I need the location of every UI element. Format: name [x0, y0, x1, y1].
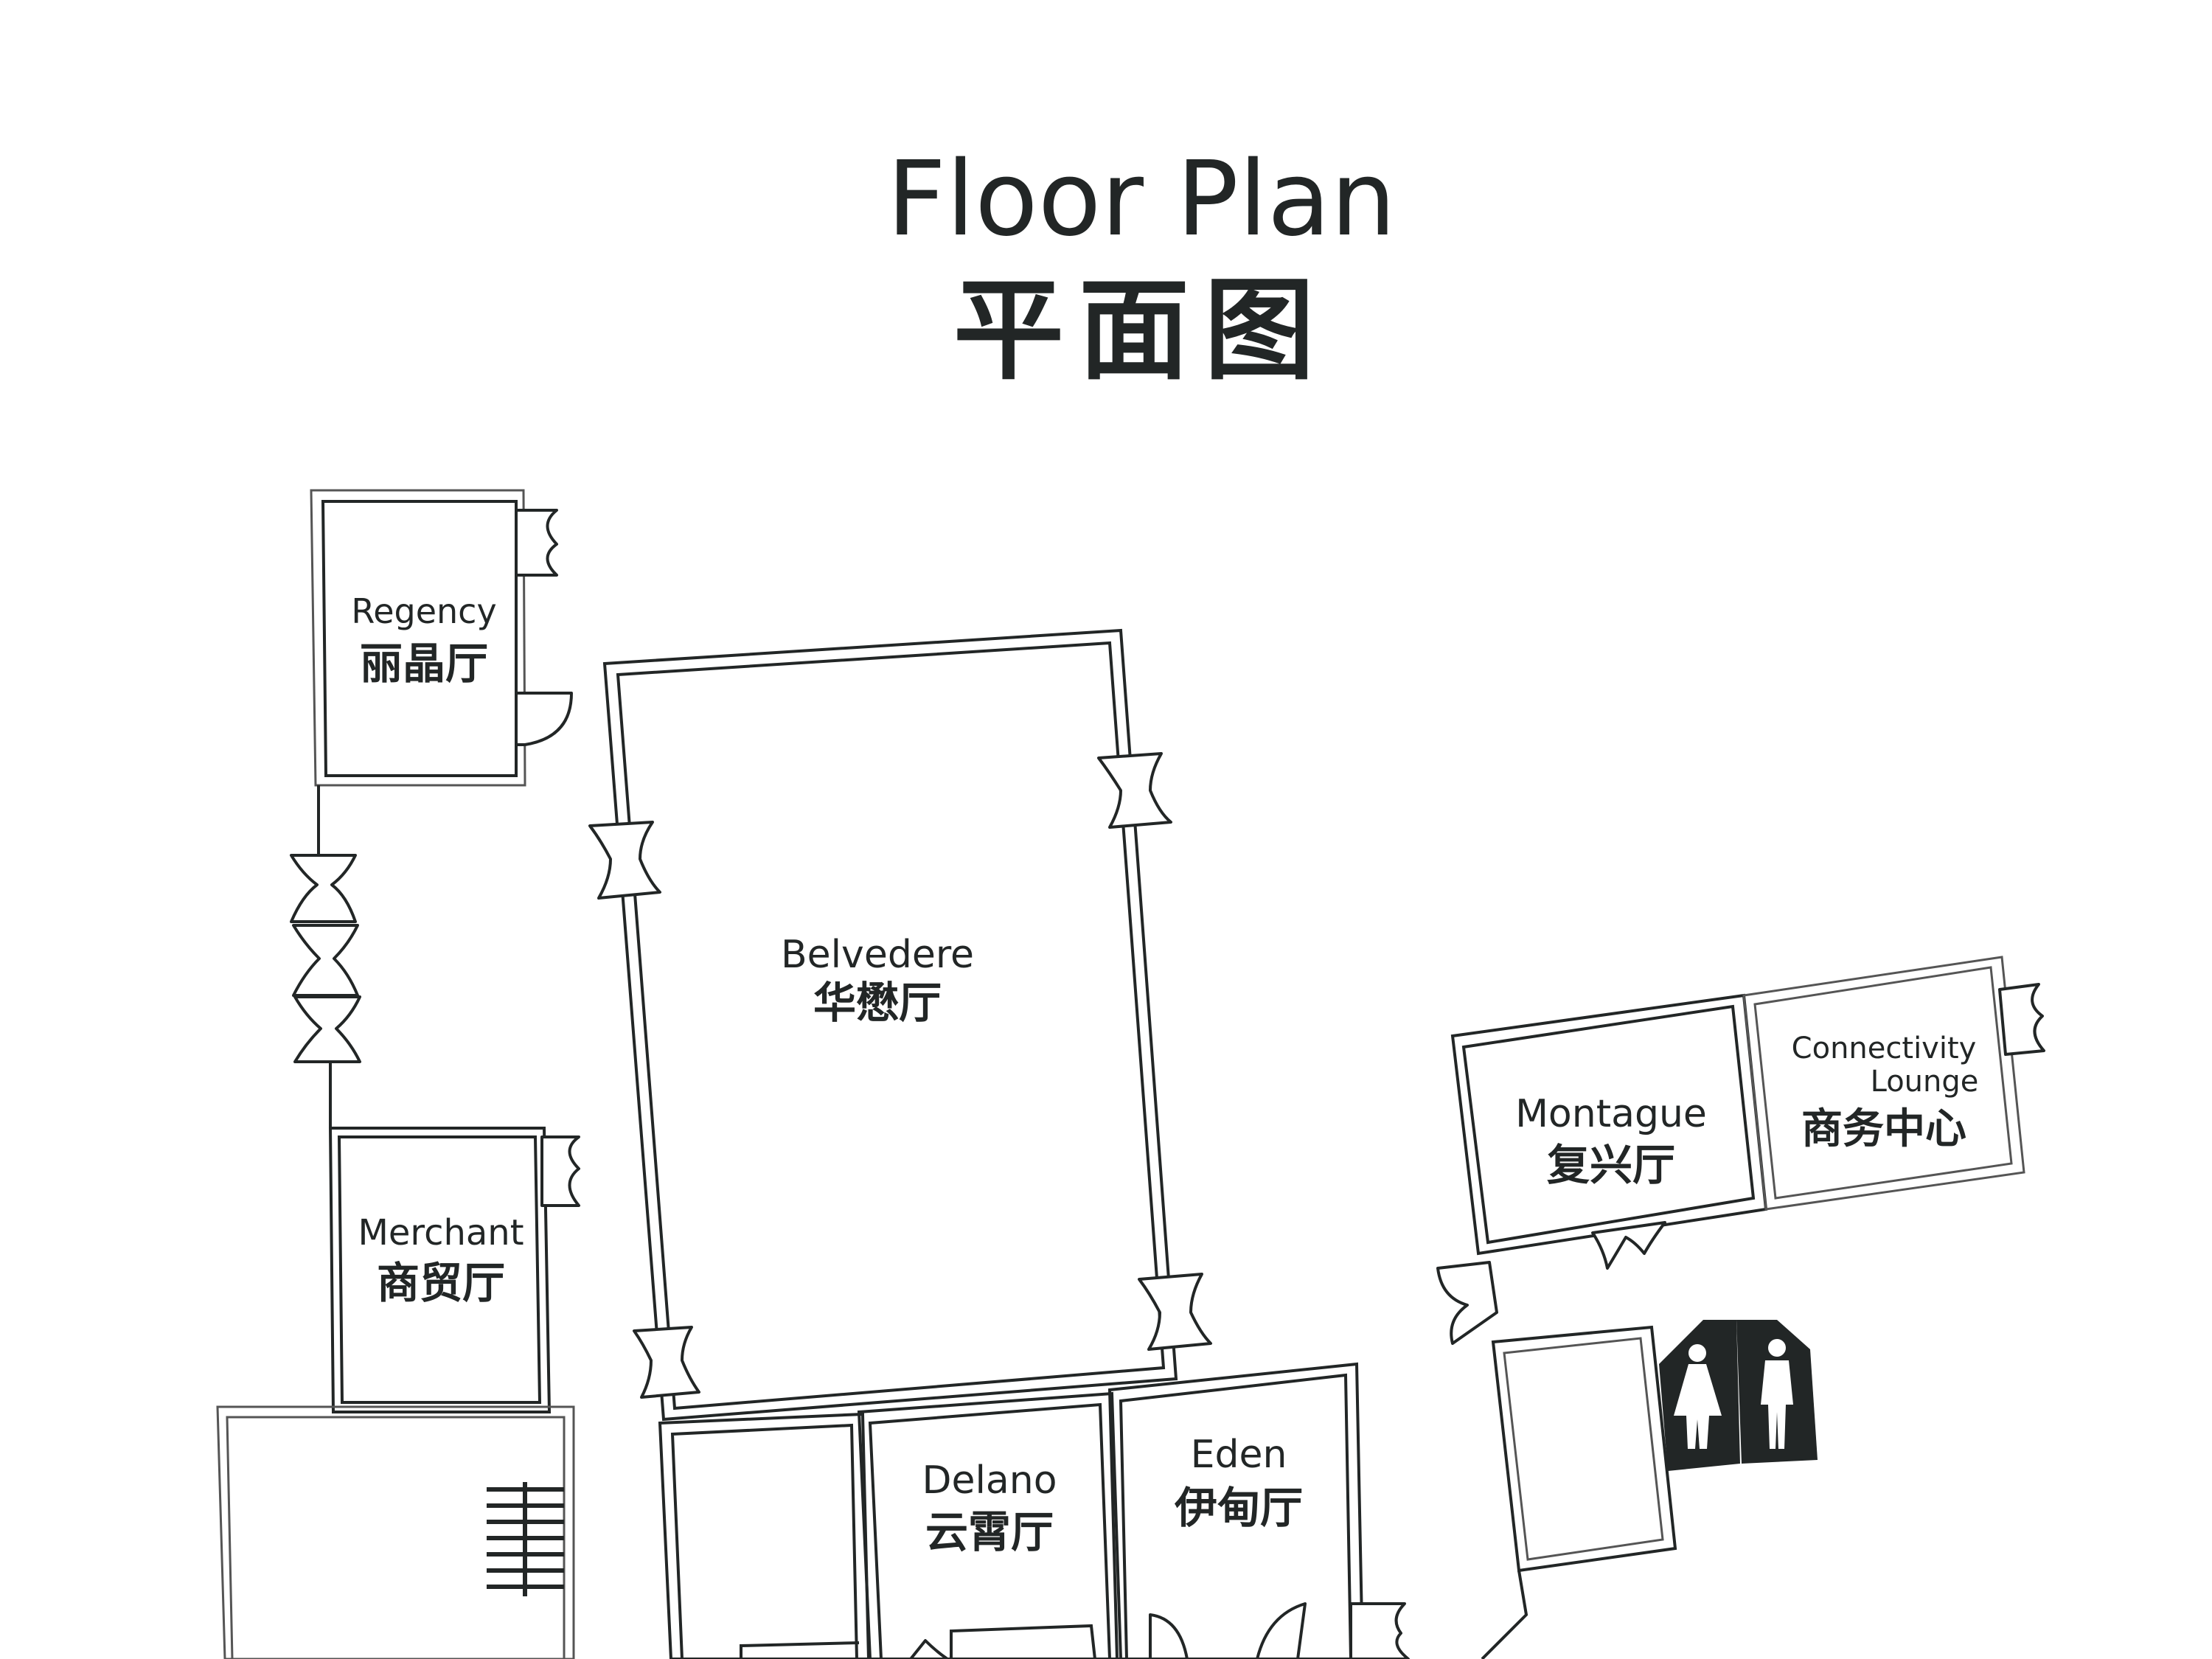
room-label-cn: 云霄厅	[925, 1507, 1054, 1557]
room-montague[interactable]: Montague 复兴厅	[1450, 993, 1768, 1270]
room-label-cn: 华懋厅	[813, 978, 942, 1028]
corridor-doors	[290, 854, 361, 1063]
door-icon	[633, 1326, 700, 1399]
stairs-icon	[487, 1482, 564, 1596]
door-icon	[540, 1135, 580, 1207]
room-label-en: Eden	[1191, 1433, 1287, 1477]
room-label-en-line2: Lounge	[1871, 1065, 1979, 1099]
room-connectivity-lounge[interactable]: Connectivity Lounge 商务中心	[1742, 956, 2045, 1211]
stair-block	[216, 1405, 575, 1659]
room-label-en: Connectivity	[1792, 1032, 1977, 1065]
room-label-cn: 复兴厅	[1547, 1140, 1675, 1190]
room-label-cn: 商务中心	[1801, 1105, 1966, 1153]
room-label-cn: 伊甸厅	[1174, 1483, 1303, 1533]
room-label-en: Regency	[351, 591, 496, 631]
door-icon	[515, 692, 573, 746]
room-label-en: Belvedere	[781, 933, 974, 977]
door-icon	[588, 821, 661, 900]
room-merchant[interactable]: Merchant 商贸厅	[328, 1127, 580, 1413]
service-room	[1436, 1261, 1677, 1659]
room-delano[interactable]: Delano 云霄厅	[857, 1391, 1123, 1659]
restroom-female-male-icon	[1659, 1320, 1818, 1471]
room-unlabeled-south[interactable]	[658, 1412, 871, 1659]
door-icon	[1349, 1602, 1410, 1659]
room-label-en: Merchant	[358, 1212, 524, 1253]
room-label-en: Delano	[922, 1458, 1057, 1503]
room-belvedere[interactable]: Belvedere 华懋厅	[588, 628, 1212, 1422]
room-regency[interactable]: Regency 丽晶厅	[310, 489, 573, 787]
door-icon	[515, 509, 558, 577]
door-icon	[290, 854, 357, 923]
door-icon	[1097, 752, 1172, 829]
door-icon	[1998, 983, 2045, 1056]
title-en: Floor Plan	[887, 139, 1397, 260]
door-icon	[1138, 1273, 1212, 1351]
door-icon	[1436, 1261, 1498, 1345]
door-icon	[1591, 1221, 1666, 1270]
door-icon	[292, 924, 359, 997]
room-label-cn: 丽晶厅	[360, 639, 488, 689]
door-icon	[909, 1639, 949, 1659]
room-eden[interactable]: Eden 伊甸厅	[1107, 1362, 1410, 1659]
title-cn: 平面图	[953, 267, 1329, 395]
door-icon	[293, 995, 361, 1063]
door-icon	[1149, 1613, 1189, 1659]
room-label-cn: 商贸厅	[377, 1258, 505, 1308]
room-label-en: Montague	[1515, 1092, 1707, 1136]
door-icon	[1256, 1602, 1307, 1659]
